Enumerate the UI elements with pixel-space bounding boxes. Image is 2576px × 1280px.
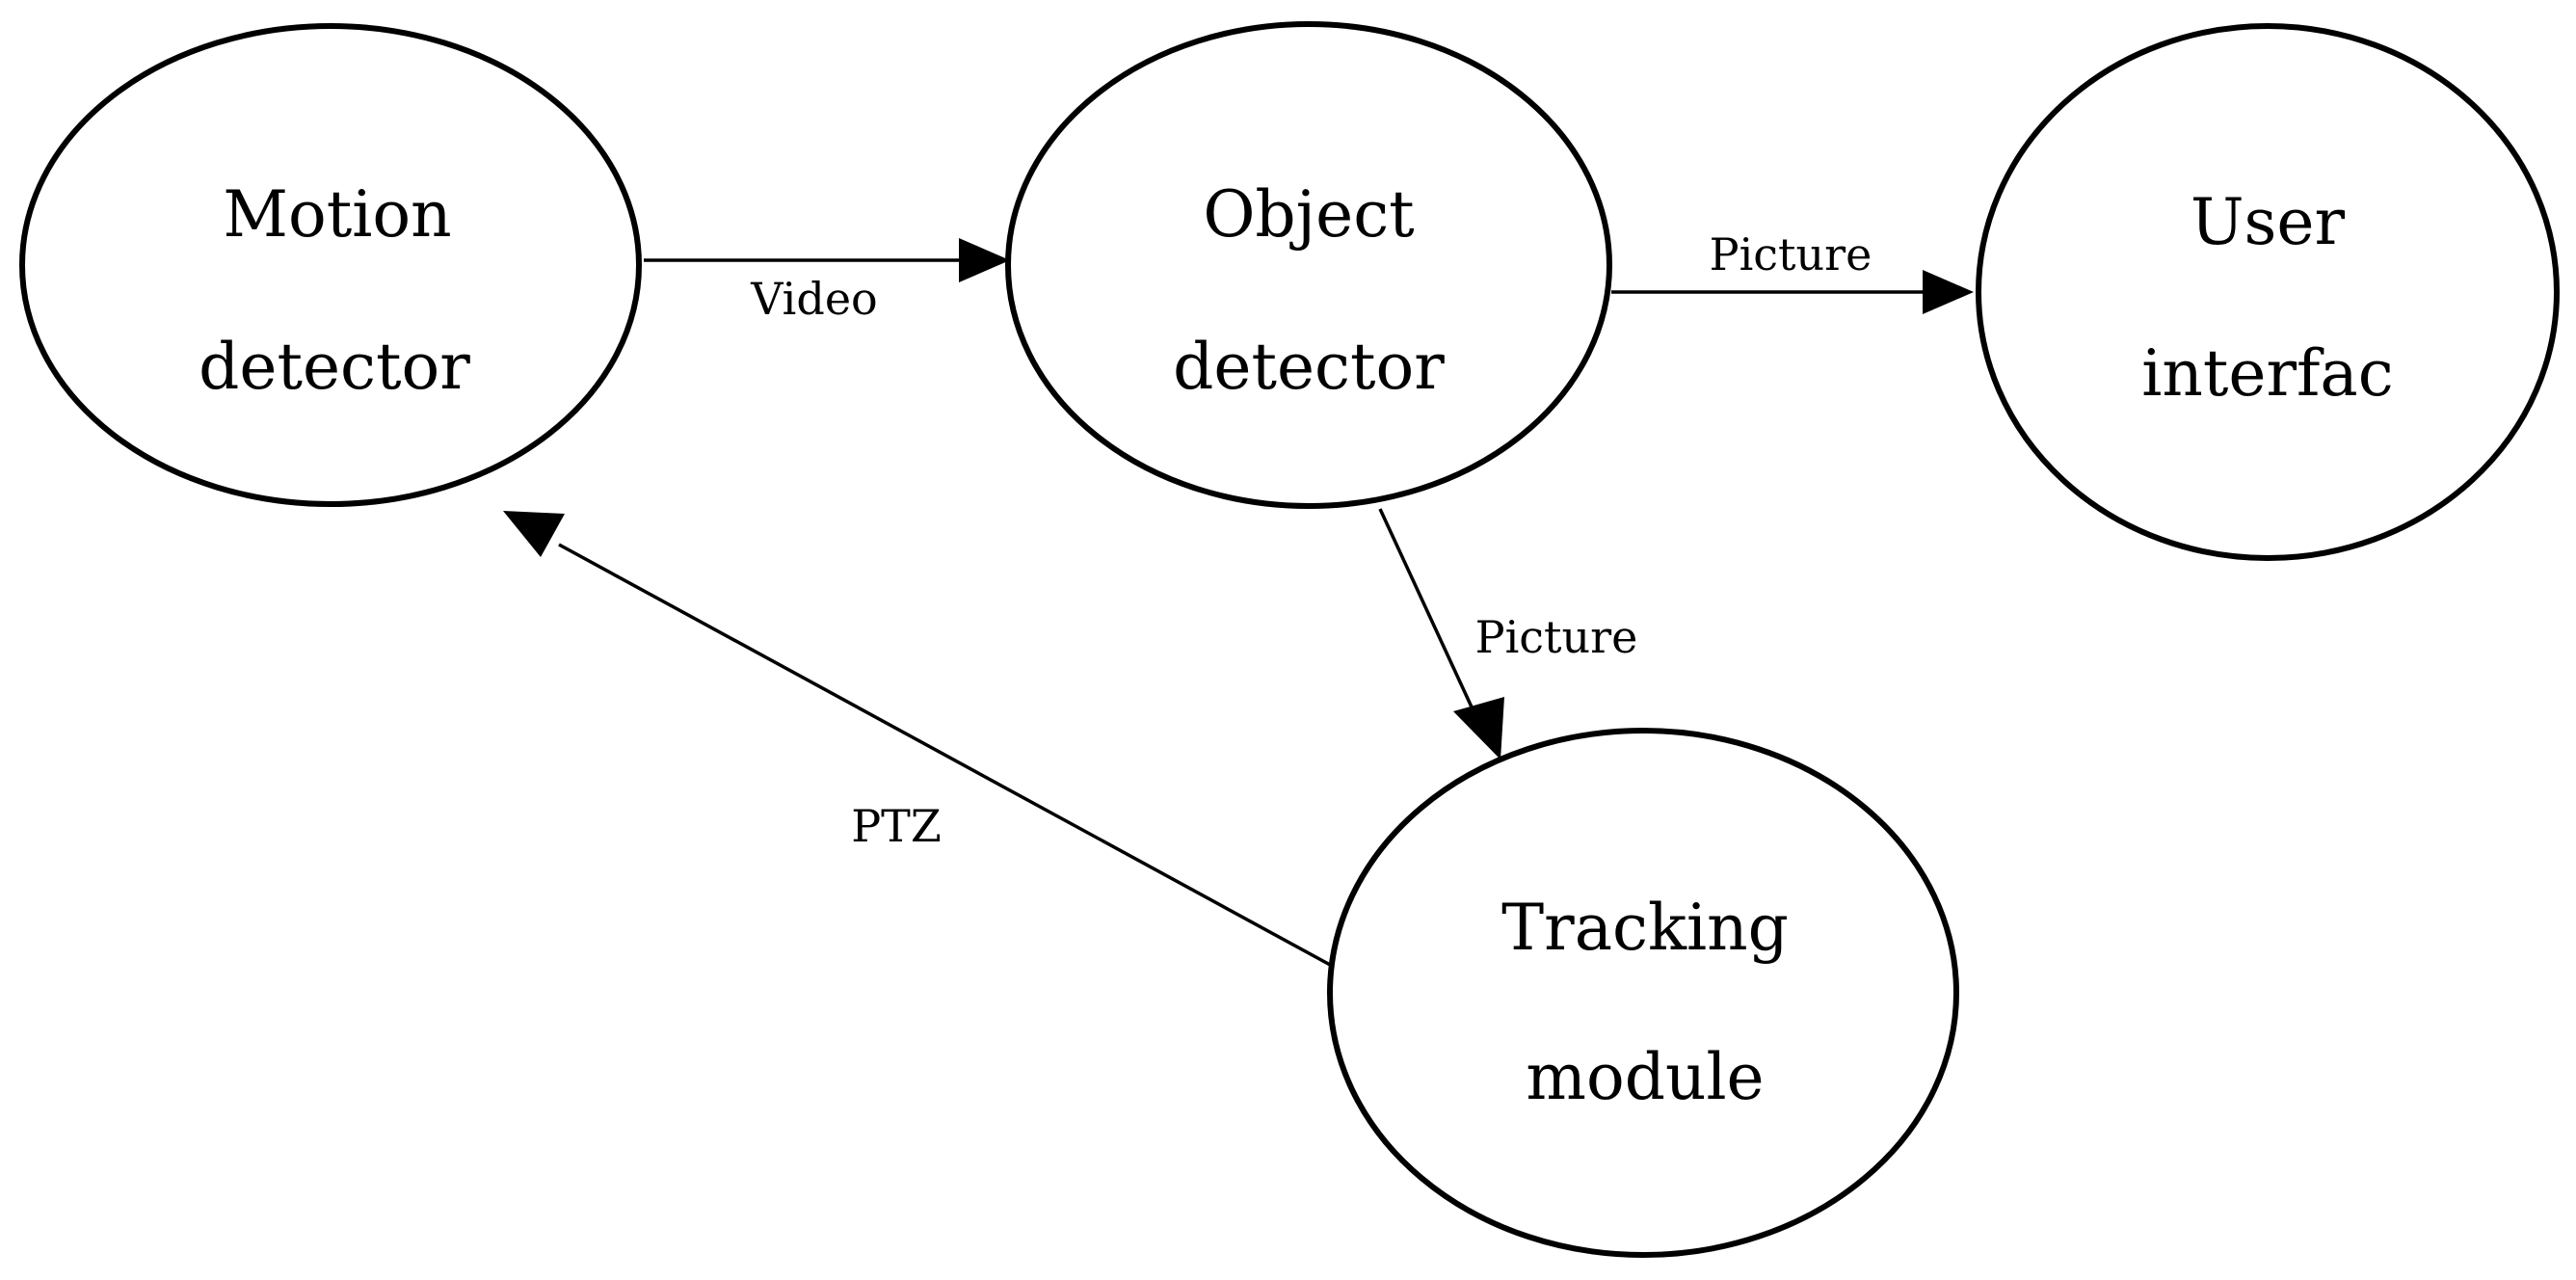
- node-user-interface-label-line1: User: [2191, 185, 2346, 259]
- arrowhead-video: [959, 238, 1010, 282]
- node-tracking-module-label-line1: Tracking: [1501, 891, 1789, 965]
- edge-label-picture-user: Picture: [1710, 228, 1872, 280]
- node-user-interface-label-line2: interfac: [2141, 336, 2394, 411]
- edge-line-ptz: [558, 543, 1333, 968]
- edge-tracking-to-motion: PTZ: [503, 511, 1333, 968]
- arrowhead-picture-tracking: [1453, 697, 1504, 760]
- node-motion-detector-label-line2: detector: [199, 330, 470, 404]
- node-tracking-module-ellipse: [1327, 728, 1959, 1258]
- node-object-detector-label-line2: detector: [1173, 330, 1445, 404]
- edge-object-to-tracking: Picture: [1378, 508, 1638, 760]
- node-object-detector-ellipse: [1005, 21, 1612, 509]
- node-object-detector: Object detector: [1005, 21, 1612, 509]
- node-motion-detector: Motion detector: [19, 23, 642, 507]
- edge-label-video: Video: [750, 273, 878, 325]
- edge-motion-to-object: Video: [644, 238, 1010, 325]
- node-user-interface: User interfac: [1976, 23, 2560, 561]
- node-user-interface-ellipse: [1976, 23, 2560, 561]
- node-motion-detector-ellipse: [19, 23, 642, 507]
- edge-object-to-user: Picture: [1611, 228, 1974, 314]
- node-motion-detector-label-line1: Motion: [223, 177, 451, 252]
- arrowhead-picture-user: [1923, 270, 1974, 314]
- node-object-detector-label-line1: Object: [1203, 177, 1414, 252]
- node-tracking-module-label-line2: module: [1526, 1040, 1764, 1114]
- edge-line-picture-tracking: [1378, 508, 1476, 714]
- node-tracking-module: Tracking module: [1327, 728, 1959, 1258]
- edge-label-picture-tracking: Picture: [1475, 611, 1638, 663]
- edge-label-ptz: PTZ: [851, 800, 942, 852]
- arrowhead-ptz: [503, 511, 565, 557]
